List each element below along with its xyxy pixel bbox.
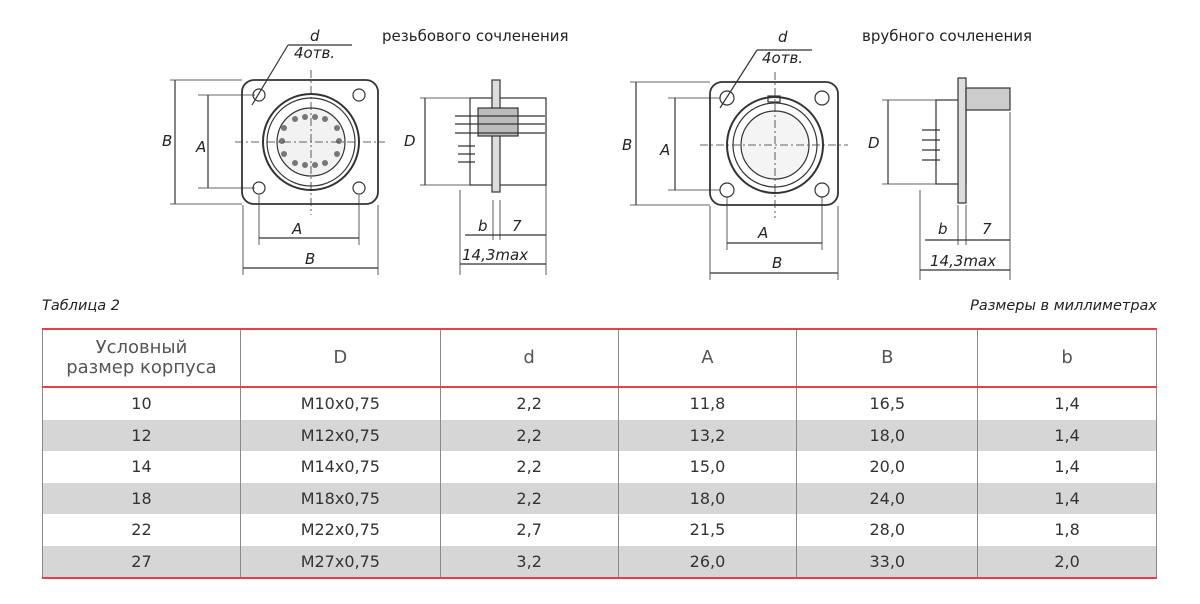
table-cell: 24,0 (796, 482, 979, 514)
table-cell: M27x0,75 (239, 545, 441, 578)
table-cell: 2,2 (439, 482, 619, 514)
header-body-size: Условный размер корпуса (42, 329, 241, 387)
left-label-holes: 4отв. (294, 44, 335, 62)
table-cell: 3,2 (439, 545, 619, 578)
left-front-view (170, 44, 385, 275)
table-cell: 18,0 (617, 482, 798, 514)
left-label-d: d (310, 27, 320, 45)
units-note: Размеры в миллиметрах (970, 298, 1157, 314)
right-label-A-horiz: A (757, 224, 768, 242)
table-cell: 18,0 (796, 419, 979, 451)
right-side-view (882, 77, 1011, 280)
right-drawing-caption: врубного сочленения (862, 27, 1033, 45)
table-cell: 20,0 (796, 451, 979, 483)
table-cell: 1,4 (977, 482, 1157, 514)
header-A: A (617, 329, 798, 387)
table-cell: M18x0,75 (239, 482, 441, 514)
table-cell: M10x0,75 (239, 387, 441, 420)
table-cell: 28,0 (796, 514, 979, 546)
right-label-B-vert: B (622, 136, 632, 154)
table-cell: 27 (42, 545, 241, 578)
table-cell: 12 (42, 419, 241, 451)
right-label-d: d (778, 28, 788, 46)
right-front-view (630, 49, 848, 280)
left-label-B-vert: B (162, 132, 172, 150)
table-cell: 1,4 (977, 451, 1157, 483)
header-B: B (796, 329, 979, 387)
table-cell: 18 (42, 482, 241, 514)
right-label-D: D (868, 134, 880, 152)
right-label-7: 7 (982, 220, 992, 238)
left-label-length: 14,3max (462, 246, 528, 264)
right-label-b: b (938, 220, 948, 238)
table-cell: 33,0 (796, 545, 979, 578)
table-cell: 13,2 (617, 419, 798, 451)
left-label-A-horiz: A (291, 220, 302, 238)
table-cell: M22x0,75 (239, 514, 441, 546)
header-b: b (977, 329, 1157, 387)
table-cell: M14x0,75 (239, 451, 441, 483)
left-label-A-vert: A (195, 138, 206, 156)
table-cell: 2,2 (439, 419, 619, 451)
table-cell: 2,2 (439, 451, 619, 483)
table-title: Таблица 2 (42, 298, 120, 314)
right-label-length: 14,3max (930, 252, 996, 270)
table-cell: 15,0 (617, 451, 798, 483)
table-cell: 2,7 (439, 514, 619, 546)
technical-drawings: d 4отв. B A A B D b 7 14,3max (162, 27, 1011, 280)
left-label-7: 7 (512, 217, 522, 235)
table-cell: 21,5 (617, 514, 798, 546)
table-cell: 2,2 (439, 387, 619, 420)
right-label-B-horiz: B (772, 254, 782, 272)
table-cell: 14 (42, 451, 241, 483)
table-cell: 1,4 (977, 419, 1157, 451)
table-cell: 11,8 (617, 387, 798, 420)
table-cell: 2,0 (977, 545, 1157, 578)
table-cell: 10 (42, 387, 241, 420)
table-cell: 26,0 (617, 545, 798, 578)
left-label-D: D (404, 132, 416, 150)
left-side-view (420, 79, 547, 275)
table-cell: 1,4 (977, 387, 1157, 420)
header-D: D (239, 329, 441, 387)
table-cell: 1,8 (977, 514, 1157, 546)
header-d: d (439, 329, 619, 387)
table-cell: 16,5 (796, 387, 979, 420)
right-label-A-vert: A (659, 141, 670, 159)
left-drawing-caption: резьбового сочленения (382, 27, 569, 45)
left-label-b: b (478, 217, 488, 235)
table-cell: M12x0,75 (239, 419, 441, 451)
right-label-holes: 4отв. (762, 49, 803, 67)
table-header-row: Условный размер корпуса D d A B b (42, 329, 1157, 387)
left-label-B-horiz: B (305, 250, 315, 268)
table-cell: 22 (42, 514, 241, 546)
